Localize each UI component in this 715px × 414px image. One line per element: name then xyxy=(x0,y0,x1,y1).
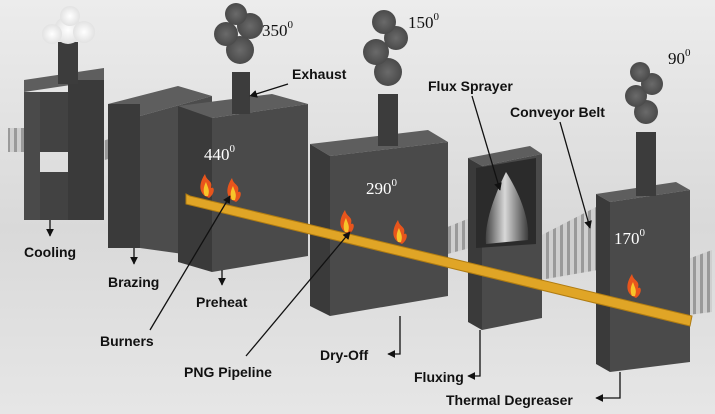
flame-icon xyxy=(627,274,641,298)
label-burners: Burners xyxy=(100,333,154,349)
temp-exhaust-dryoff: 1500 xyxy=(408,11,440,32)
preheat-chamber xyxy=(178,3,308,272)
smoke-plume xyxy=(214,3,263,64)
steam-cloud xyxy=(42,6,95,44)
flux-spray-cone xyxy=(485,172,529,244)
cooling-chamber xyxy=(24,6,104,220)
label-dry-off: Dry-Off xyxy=(320,347,369,363)
label-flux-sprayer: Flux Sprayer xyxy=(428,78,513,94)
label-brazing: Brazing xyxy=(108,274,159,290)
label-fluxing: Fluxing xyxy=(414,369,464,385)
temp-exhaust-degreaser: 900 xyxy=(668,47,691,68)
label-thermal-degreaser: Thermal Degreaser xyxy=(446,392,573,408)
leader-lines xyxy=(46,83,621,402)
flame-icon xyxy=(200,174,214,198)
png-pipeline xyxy=(185,193,693,327)
smoke-plume xyxy=(363,10,408,86)
temp-degreaser: 1700 xyxy=(614,227,646,248)
label-png-pipeline: PNG Pipeline xyxy=(184,364,272,380)
fluxing-chamber xyxy=(468,146,542,330)
smoke-plume xyxy=(625,62,663,124)
flame-icon xyxy=(227,178,241,202)
temp-dry-off: 2900 xyxy=(366,177,398,198)
label-exhaust: Exhaust xyxy=(292,66,347,82)
flame-icon xyxy=(393,220,407,244)
label-conveyor-belt: Conveyor Belt xyxy=(510,104,605,120)
temp-exhaust-preheat: 3500 xyxy=(262,19,294,40)
thermal-degreaser-chamber xyxy=(596,62,690,372)
temp-preheat: 4400 xyxy=(204,143,236,164)
flame-icon xyxy=(340,210,354,234)
dry-off-chamber xyxy=(310,10,448,316)
burner-flames xyxy=(200,174,641,298)
label-cooling: Cooling xyxy=(24,244,76,260)
label-preheat: Preheat xyxy=(196,294,248,310)
